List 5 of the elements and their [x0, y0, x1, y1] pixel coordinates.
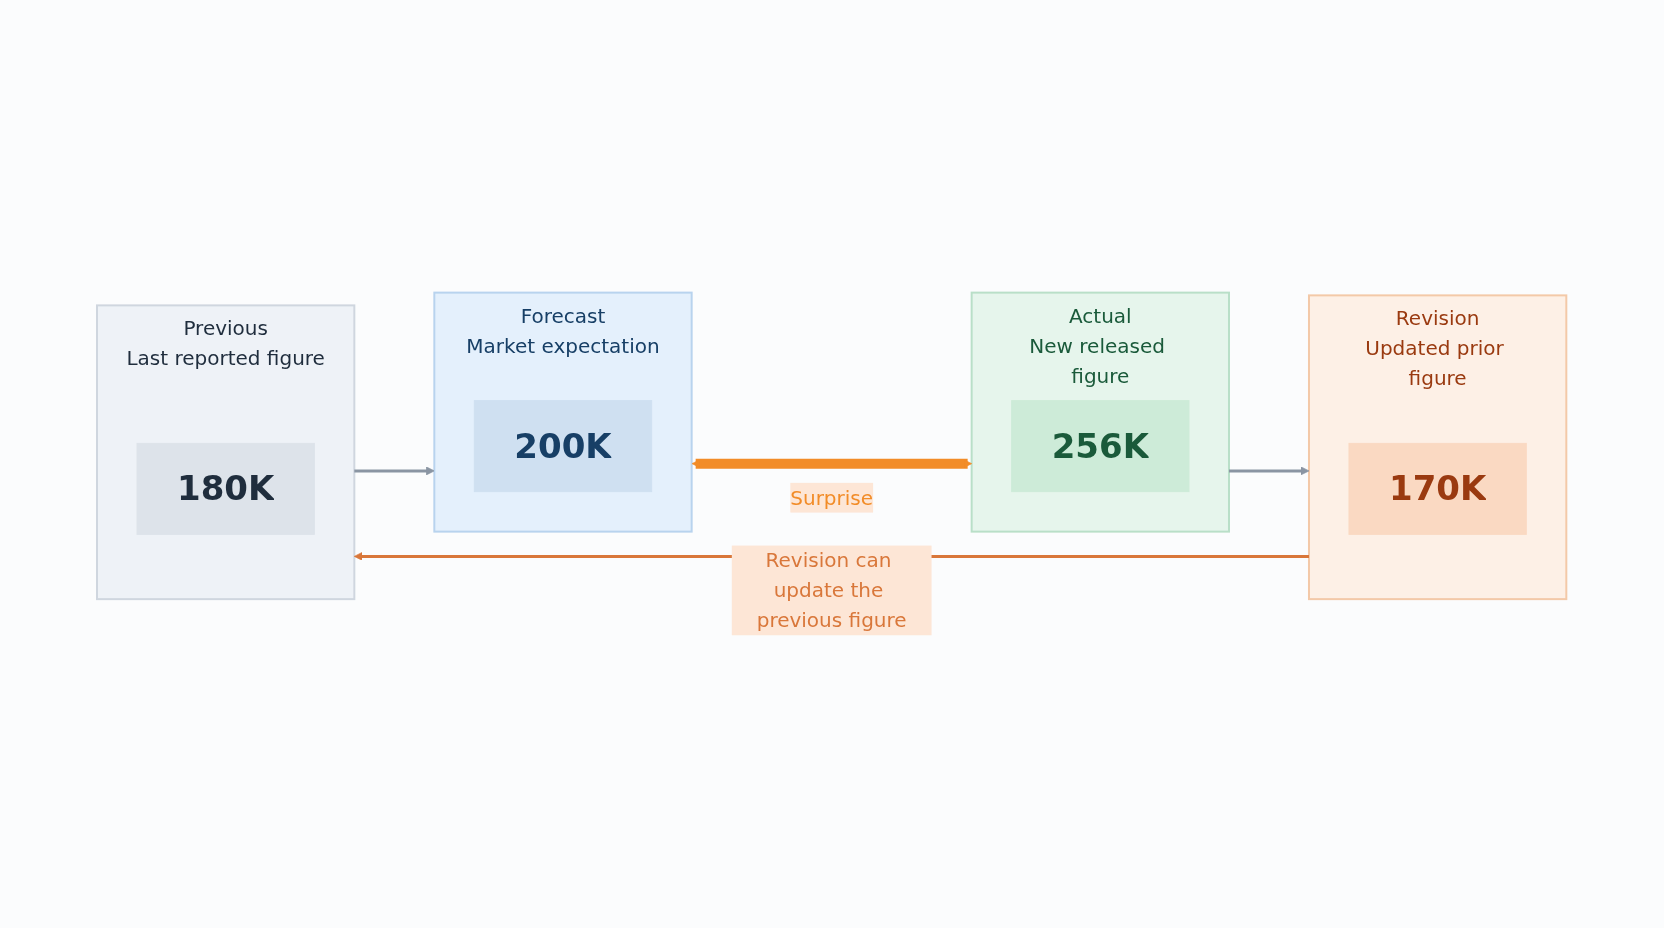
edge-label: Surprise [790, 485, 874, 510]
arrow [354, 466, 436, 476]
double-arrow [692, 458, 973, 469]
arrow [1229, 466, 1310, 476]
edge-label: Revision can update the previous figure [757, 548, 907, 633]
